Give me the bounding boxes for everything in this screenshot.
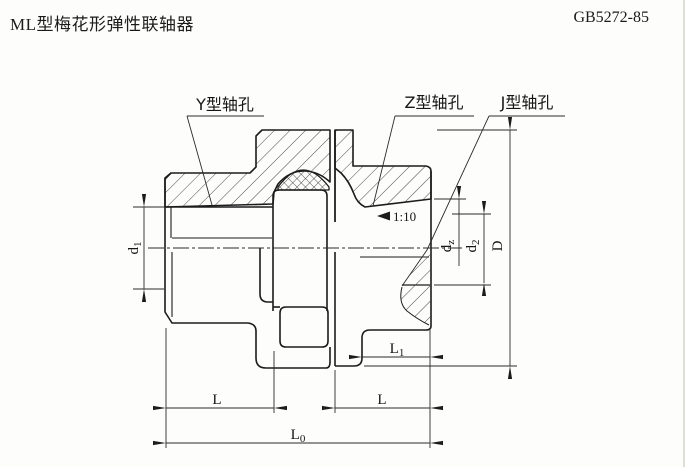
dimension-lines: [133, 117, 517, 448]
left-hub-outline: [164, 172, 331, 369]
label-j-bore: J型轴孔: [500, 93, 554, 112]
dim-d2: d2: [464, 240, 482, 253]
taper-triangle-icon: [377, 211, 390, 221]
dim-D: D: [490, 240, 506, 251]
elastomer-spider-section: [277, 169, 330, 191]
left-hub-section: [164, 129, 331, 208]
label-y-bore: Y型轴孔: [195, 95, 254, 114]
standard-number: GB5272-85: [573, 9, 649, 26]
dim-L-left: L: [212, 392, 221, 408]
dim-d1: d1: [126, 242, 144, 255]
drawing-title: ML型梅花形弹性联轴器: [10, 15, 194, 34]
center-claw-structure: [259, 130, 336, 366]
dim-L0: L0: [291, 427, 306, 445]
taper-symbol: 1:10: [377, 209, 416, 224]
dim-dz: dz: [439, 240, 457, 253]
page-edge-line: [683, 0, 685, 467]
bore-callouts: [186, 115, 565, 287]
dim-L1: L1: [390, 341, 405, 359]
label-z-bore: Z型轴孔: [405, 93, 464, 112]
taper-ratio: 1:10: [393, 209, 416, 224]
broken-out-section: [400, 250, 431, 326]
dim-L-right: L: [377, 392, 386, 408]
right-hub-section: [334, 129, 432, 222]
